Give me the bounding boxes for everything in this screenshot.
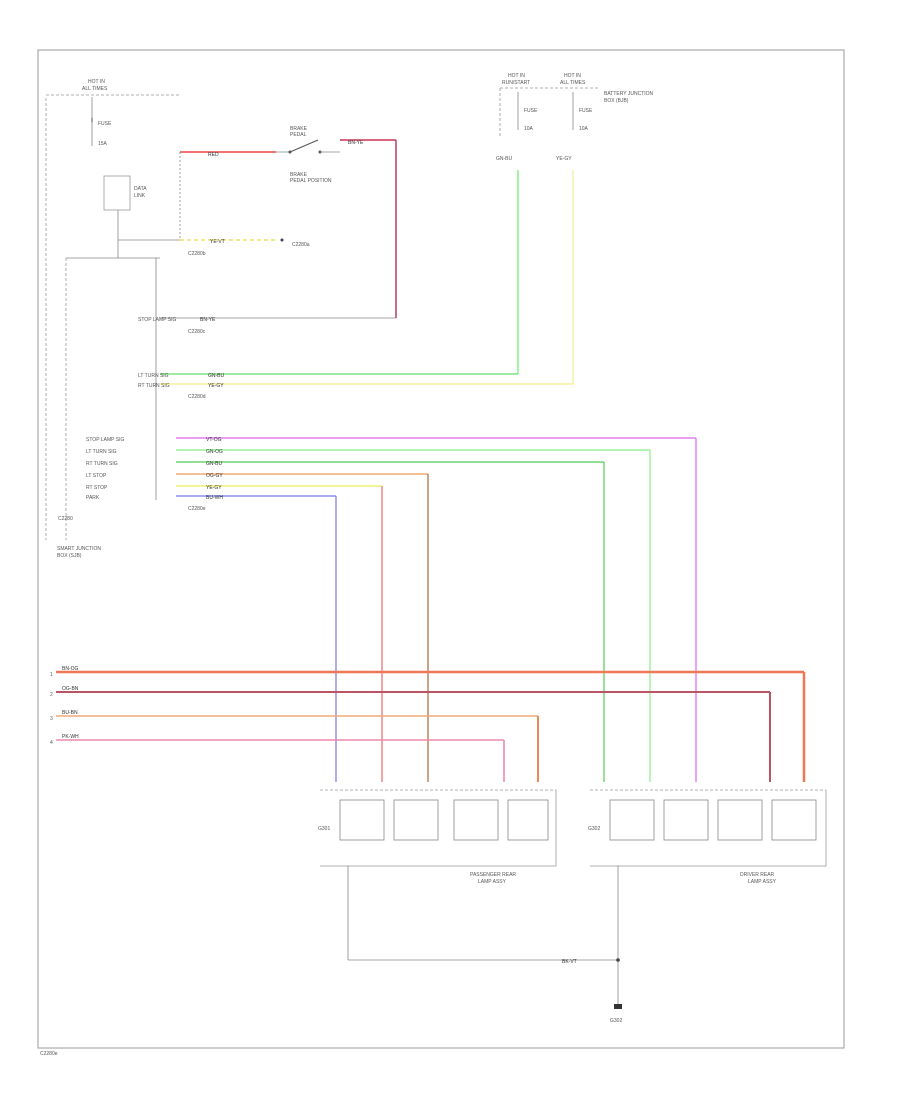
svg-text:BU-BN: BU-BN — [62, 710, 78, 716]
svg-text:LT STOP: LT STOP — [86, 473, 107, 479]
svg-text:GN-BU: GN-BU — [496, 156, 513, 162]
svg-text:RT TURN SIG: RT TURN SIG — [138, 383, 170, 389]
svg-text:BATTERY JUNCTION: BATTERY JUNCTION — [604, 91, 654, 97]
svg-text:GN-BU: GN-BU — [208, 373, 225, 379]
svg-text:LINK: LINK — [134, 193, 146, 199]
svg-text:OG-GY: OG-GY — [206, 473, 223, 479]
svg-text:YE-VT: YE-VT — [210, 239, 225, 245]
svg-text:C2280: C2280 — [58, 516, 73, 522]
svg-text:BK-VT: BK-VT — [562, 959, 577, 965]
svg-text:PASSENGER REAR: PASSENGER REAR — [470, 872, 516, 878]
svg-text:OG-BN: OG-BN — [62, 686, 79, 692]
module-output-bundle: VT-OG GN-OG GN-BU OG-GY YE-GY BU-WH STOP… — [86, 437, 697, 782]
svg-text:G302: G302 — [610, 1018, 622, 1024]
svg-text:RED: RED — [208, 152, 219, 158]
svg-text:PARK: PARK — [86, 495, 100, 501]
svg-text:STOP LAMP SIG: STOP LAMP SIG — [86, 437, 124, 443]
svg-text:HOT IN: HOT IN — [88, 79, 105, 85]
svg-text:HOT IN: HOT IN — [508, 73, 525, 79]
svg-text:VT-OG: VT-OG — [206, 437, 222, 443]
svg-text:STOP LAMP SIG: STOP LAMP SIG — [138, 317, 176, 323]
svg-text:RUN/START: RUN/START — [502, 80, 530, 86]
svg-text:BN-YE: BN-YE — [200, 317, 216, 323]
svg-text:15A: 15A — [98, 141, 108, 147]
ground-wiring: BK-VT G302 — [347, 866, 622, 1024]
svg-text:BRAKE: BRAKE — [290, 172, 308, 178]
brake-switch-circuit: BRAKE PEDAL BRAKE PEDAL POSITION RED BN-… — [118, 126, 397, 335]
svg-text:GN-OG: GN-OG — [206, 449, 223, 455]
svg-text:YE-GY: YE-GY — [206, 485, 222, 491]
svg-text:RT TURN SIG: RT TURN SIG — [86, 461, 118, 467]
svg-text:RT STOP: RT STOP — [86, 485, 108, 491]
module-to-ignition-wires: LT TURN SIG RT TURN SIG GN-BU YE-GY C228… — [138, 373, 573, 400]
ignition-fuses: HOT IN RUN/START HOT IN ALL TIMES BATTER… — [496, 73, 654, 384]
lamp-assembly-right: G302 DRIVER REAR LAMP ASSY — [588, 789, 827, 885]
bus-lines: 1 2 3 4 BN-OG OG-BN BU-BN PK-WH — [50, 666, 806, 782]
svg-text:C2280e: C2280e — [188, 506, 206, 512]
svg-text:GN-BU: GN-BU — [206, 461, 223, 467]
svg-text:FUSE: FUSE — [524, 108, 538, 114]
svg-text:10A: 10A — [579, 126, 589, 132]
lamp-assembly-left: G301 PASSENGER REAR LAMP ASSY — [318, 789, 557, 885]
svg-text:4: 4 — [50, 740, 53, 746]
svg-text:PEDAL POSITION: PEDAL POSITION — [290, 178, 332, 184]
svg-text:HOT IN: HOT IN — [564, 73, 581, 79]
svg-text:LT TURN SIG: LT TURN SIG — [86, 449, 117, 455]
svg-text:BOX (BJB): BOX (BJB) — [604, 98, 629, 104]
svg-text:BU-WH: BU-WH — [206, 495, 223, 501]
svg-text:BN-OG: BN-OG — [62, 666, 79, 672]
svg-text:YE-GY: YE-GY — [208, 383, 224, 389]
top-left-fuse: HOT IN ALL TIMES FUSE 15A DATA LINK — [46, 79, 180, 258]
svg-text:C2280b: C2280b — [188, 251, 206, 257]
svg-text:BRAKE: BRAKE — [290, 126, 308, 132]
svg-text:G302: G302 — [588, 826, 600, 832]
svg-text:2: 2 — [50, 692, 53, 698]
svg-text:C2280a: C2280a — [292, 242, 310, 248]
svg-text:C2280c: C2280c — [188, 329, 206, 335]
svg-text:C2280d: C2280d — [188, 394, 206, 400]
svg-text:ALL TIMES: ALL TIMES — [560, 80, 586, 86]
diagram-border — [37, 49, 845, 1049]
svg-text:SMART JUNCTION: SMART JUNCTION — [57, 546, 101, 552]
svg-text:YE-GY: YE-GY — [556, 156, 572, 162]
svg-text:FUSE: FUSE — [98, 121, 112, 127]
svg-text:1: 1 — [50, 672, 53, 678]
svg-text:10A: 10A — [524, 126, 534, 132]
svg-text:PK-WH: PK-WH — [62, 734, 79, 740]
svg-text:BN-YE: BN-YE — [348, 140, 364, 146]
svg-text:3: 3 — [50, 716, 53, 722]
svg-text:LAMP ASSY: LAMP ASSY — [748, 879, 777, 885]
svg-text:BOX (SJB): BOX (SJB) — [57, 553, 82, 559]
smart-junction-module: SMART JUNCTION BOX (SJB) C2280 — [45, 98, 160, 559]
svg-text:PEDAL: PEDAL — [290, 132, 307, 138]
svg-text:DATA: DATA — [134, 186, 147, 192]
svg-text:G301: G301 — [318, 826, 330, 832]
svg-text:LAMP ASSY: LAMP ASSY — [478, 879, 507, 885]
svg-text:ALL TIMES: ALL TIMES — [82, 86, 108, 92]
corner-code: C2280e — [40, 1051, 58, 1057]
svg-text:DRIVER REAR: DRIVER REAR — [740, 872, 775, 878]
svg-text:LT TURN SIG: LT TURN SIG — [138, 373, 169, 379]
svg-text:FUSE: FUSE — [579, 108, 593, 114]
